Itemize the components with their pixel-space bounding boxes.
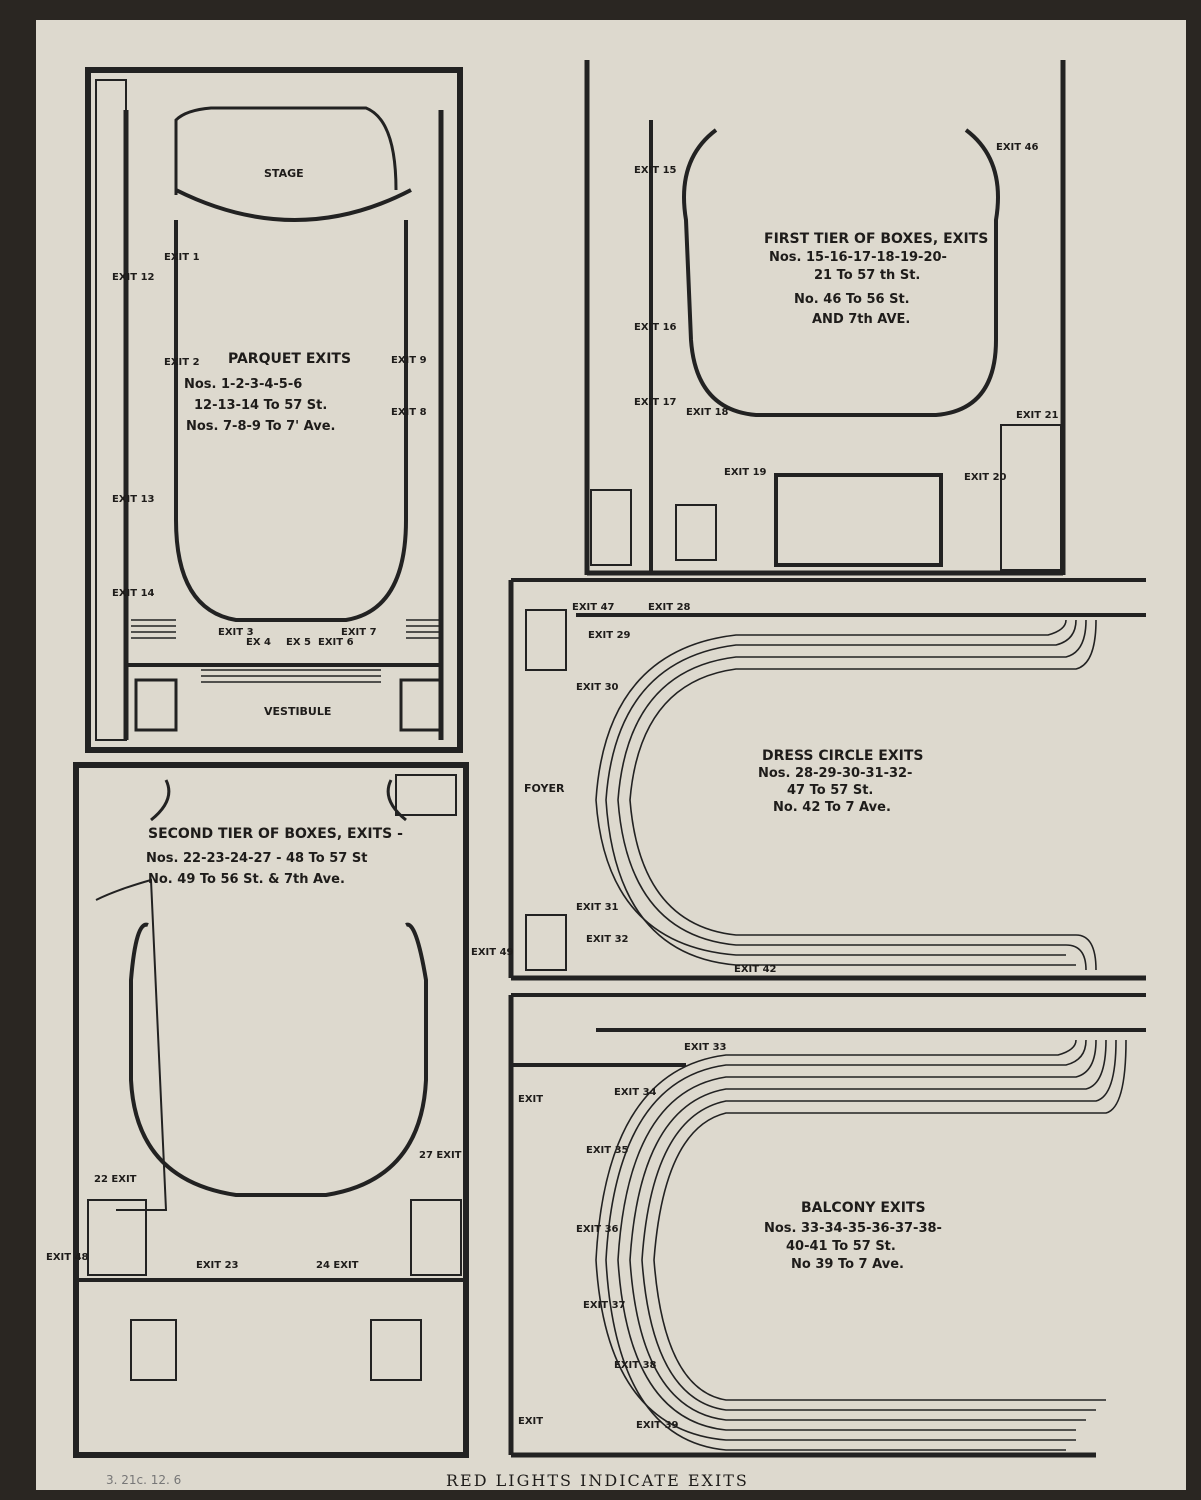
parquet-line-1: Nos. 1-2-3-4-5-6: [184, 377, 302, 392]
first-tier-line-4: AND 7th AVE.: [812, 312, 910, 327]
first-tier-title: FIRST TIER OF BOXES, EXITS: [764, 231, 988, 247]
exit-4: EX 4: [246, 637, 271, 648]
program-page: STAGE VESTIBULE PARQUET EXITS Nos. 1-2-3…: [36, 20, 1186, 1490]
exit-21: EXIT 21: [1016, 410, 1059, 421]
exit-18: EXIT 18: [686, 407, 729, 418]
exit-6: EXIT 6: [318, 637, 354, 648]
exit-32: EXIT 32: [586, 934, 629, 945]
balcony-plan: BALCONY EXITS Nos. 33-34-35-36-37-38- 40…: [508, 993, 1146, 1458]
exit-39: EXIT 39: [636, 1420, 679, 1431]
exit-12: EXIT 12: [112, 272, 155, 283]
exit-35: EXIT 35: [586, 1145, 629, 1156]
pencil-note: 3. 21c. 12. 6: [106, 1473, 181, 1487]
first-tier-line-3: No. 46 To 56 St.: [794, 292, 910, 307]
exit-30: EXIT 30: [576, 682, 619, 693]
parquet-plan: STAGE VESTIBULE PARQUET EXITS Nos. 1-2-3…: [85, 67, 463, 753]
dress-circle-title: DRESS CIRCLE EXITS: [762, 748, 923, 764]
exit-36: EXIT 36: [576, 1224, 619, 1235]
parquet-line-3: Nos. 7-8-9 To 7' Ave.: [186, 419, 335, 434]
exit-27: 27 EXIT: [419, 1150, 462, 1161]
stage-label: STAGE: [264, 167, 304, 180]
exit-33: EXIT 33: [684, 1042, 727, 1053]
first-tier-plan: FIRST TIER OF BOXES, EXITS Nos. 15-16-17…: [584, 60, 1066, 576]
dress-circle-line-2: 47 To 57 St.: [787, 783, 873, 798]
dress-circle-plan: FOYER DRESS CIRCLE EXITS Nos. 28-29-30-3…: [508, 578, 1146, 981]
foyer-label: FOYER: [524, 782, 565, 795]
exit-34: EXIT 34: [614, 1087, 657, 1098]
exit-19: EXIT 19: [724, 467, 767, 478]
first-tier-line-2: 21 To 57 th St.: [814, 268, 920, 283]
second-tier-line-2: No. 49 To 56 St. & 7th Ave.: [148, 872, 345, 887]
exit-2: EXIT 2: [164, 357, 200, 368]
footer-caption: RED LIGHTS INDICATE EXITS: [446, 1471, 749, 1490]
exit-balcony-top: EXIT: [518, 1094, 543, 1105]
balcony-line-3: No 39 To 7 Ave.: [791, 1257, 904, 1272]
exit-7: EXIT 7: [341, 627, 377, 638]
vestibule-label: VESTIBULE: [264, 705, 331, 718]
parquet-title: PARQUET EXITS: [228, 351, 351, 367]
second-tier-title: SECOND TIER OF BOXES, EXITS -: [148, 826, 403, 842]
exit-23: EXIT 23: [196, 1260, 239, 1271]
exit-14: EXIT 14: [112, 588, 155, 599]
exit-28: EXIT 28: [648, 602, 691, 613]
exit-13: EXIT 13: [112, 494, 155, 505]
exit-balcony-bottom: EXIT: [518, 1416, 543, 1427]
exit-49: EXIT 49: [471, 947, 514, 958]
parquet-line-2: 12-13-14 To 57 St.: [194, 398, 327, 413]
exit-29: EXIT 29: [588, 630, 631, 641]
exit-22: 22 EXIT: [94, 1174, 137, 1185]
second-tier-line-1: Nos. 22-23-24-27 - 48 To 57 St: [146, 851, 367, 866]
exit-8: EXIT 8: [391, 407, 427, 418]
exit-42: EXIT 42: [734, 964, 777, 975]
balcony-line-1: Nos. 33-34-35-36-37-38-: [764, 1221, 942, 1236]
exit-5: EX 5: [286, 637, 311, 648]
exit-24: 24 EXIT: [316, 1260, 359, 1271]
second-tier-plan: SECOND TIER OF BOXES, EXITS - Nos. 22-23…: [73, 762, 469, 1458]
exit-markers: EXIT 1 EXIT 2 EXIT 3 EX 4 EX 5 EXIT 6 EX…: [46, 142, 1059, 1431]
exit-17: EXIT 17: [634, 397, 677, 408]
exit-38: EXIT 38: [614, 1360, 657, 1371]
exit-20: EXIT 20: [964, 472, 1007, 483]
exit-1: EXIT 1: [164, 252, 200, 263]
dress-circle-line-3: No. 42 To 7 Ave.: [773, 800, 891, 815]
first-tier-line-1: Nos. 15-16-17-18-19-20-: [769, 250, 947, 265]
balcony-line-2: 40-41 To 57 St.: [786, 1239, 896, 1254]
dress-circle-line-1: Nos. 28-29-30-31-32-: [758, 766, 912, 781]
floor-plans: STAGE VESTIBULE PARQUET EXITS Nos. 1-2-3…: [46, 60, 1146, 1490]
exit-9: EXIT 9: [391, 355, 427, 366]
exit-47: EXIT 47: [572, 602, 615, 613]
balcony-title: BALCONY EXITS: [801, 1200, 926, 1216]
exit-48: EXIT 48: [46, 1252, 89, 1263]
exit-16: EXIT 16: [634, 322, 677, 333]
exit-46: EXIT 46: [996, 142, 1039, 153]
exit-15: EXIT 15: [634, 165, 677, 176]
exit-3: EXIT 3: [218, 627, 254, 638]
exit-37: EXIT 37: [583, 1300, 626, 1311]
exit-31: EXIT 31: [576, 902, 619, 913]
